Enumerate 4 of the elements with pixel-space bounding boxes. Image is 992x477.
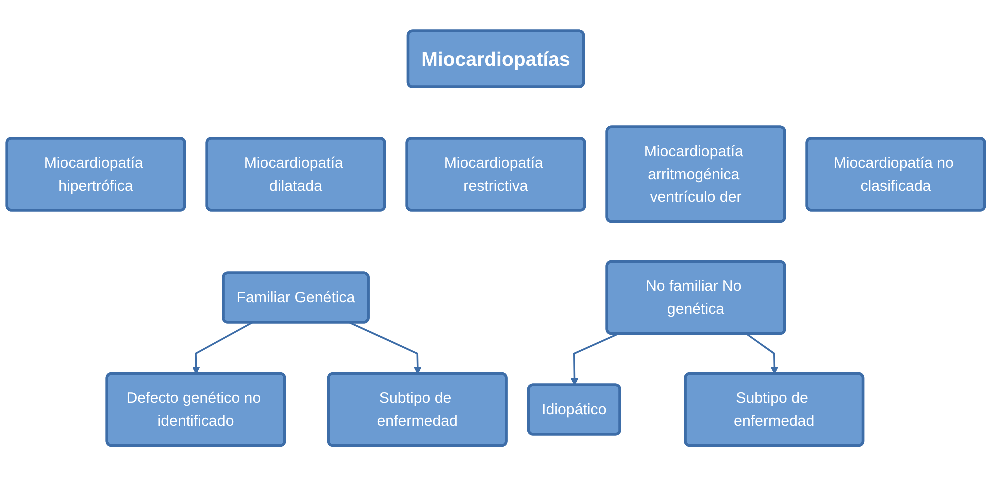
arrow: [350, 322, 422, 375]
arrow: [570, 333, 619, 386]
arrow: [746, 334, 779, 375]
arrow: [192, 322, 253, 375]
